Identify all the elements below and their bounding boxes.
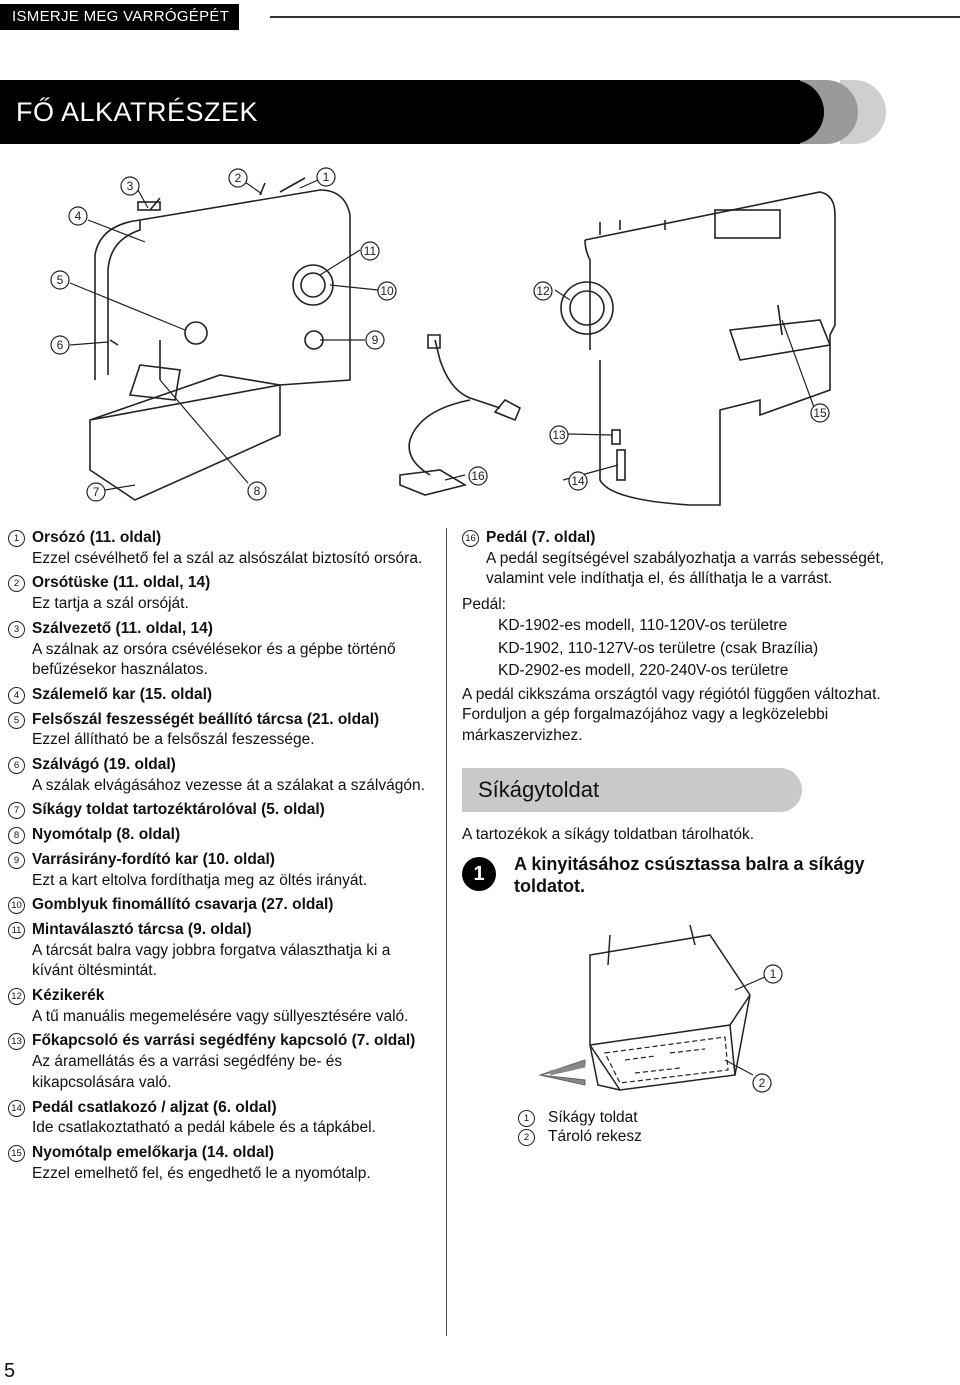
pedal-note: A pedál cikkszáma országtól vagy régiótó… [462, 685, 881, 744]
title-banner: FŐ ALKATRÉSZEK [0, 80, 900, 144]
column-divider [446, 528, 447, 1336]
svg-text:16: 16 [471, 469, 485, 483]
svg-text:9: 9 [372, 333, 379, 347]
svg-text:4: 4 [75, 209, 82, 223]
pedal-item: 16 Pedál (7. oldal) A pedál segítségével… [462, 528, 932, 590]
svg-text:2: 2 [235, 171, 242, 185]
flatbed-illustration: 1 2 [538, 925, 783, 1093]
svg-text:11: 11 [364, 244, 377, 258]
header-rule [270, 16, 960, 18]
header-bar: ISMERJE MEG VARRÓGÉPÉT [0, 0, 960, 32]
page-number: 5 [4, 1360, 16, 1382]
svg-text:14: 14 [571, 474, 585, 488]
svg-text:12: 12 [536, 284, 550, 298]
svg-text:7: 7 [93, 485, 100, 499]
pedal-model: KD-1902, 110-127V-os területre (csak Bra… [498, 639, 819, 657]
svg-text:3: 3 [127, 179, 134, 193]
section-tab: ISMERJE MEG VARRÓGÉPÉT [0, 4, 240, 30]
pedal-model: KD-2902-es modell, 220-240V-os területre [498, 662, 789, 680]
sewing-machine-illustration: 1 2 3 4 5 6 7 8 9 10 11 12 13 14 15 16 [50, 167, 836, 506]
pedal-model: KD-1902-es modell, 110-120V-os területre [498, 617, 788, 635]
step-badge: 1 [462, 857, 496, 892]
svg-text:8: 8 [254, 484, 261, 498]
pedal-label: Pedál: [462, 596, 506, 614]
step-text: A kinyitásához csúsztassa balra a síkágy… [514, 854, 865, 897]
svg-text:1: 1 [323, 170, 330, 184]
svg-text:5: 5 [57, 273, 64, 287]
step-1: 1 A kinyitásához csúsztassa balra a síká… [462, 853, 932, 897]
flatbed-heading: Síkágytoldat [462, 768, 802, 813]
svg-text:2: 2 [759, 1076, 766, 1090]
svg-text:15: 15 [813, 406, 827, 420]
svg-text:6: 6 [57, 338, 64, 352]
svg-text:1: 1 [770, 967, 777, 981]
page-title: FŐ ALKATRÉSZEK [16, 97, 259, 127]
svg-text:13: 13 [552, 428, 566, 442]
right-column: 16 Pedál (7. oldal) A pedál segítségével… [462, 528, 932, 897]
flatbed-note: A tartozékok a síkágy toldatban tárolhat… [462, 826, 755, 844]
svg-text:10: 10 [380, 284, 394, 298]
